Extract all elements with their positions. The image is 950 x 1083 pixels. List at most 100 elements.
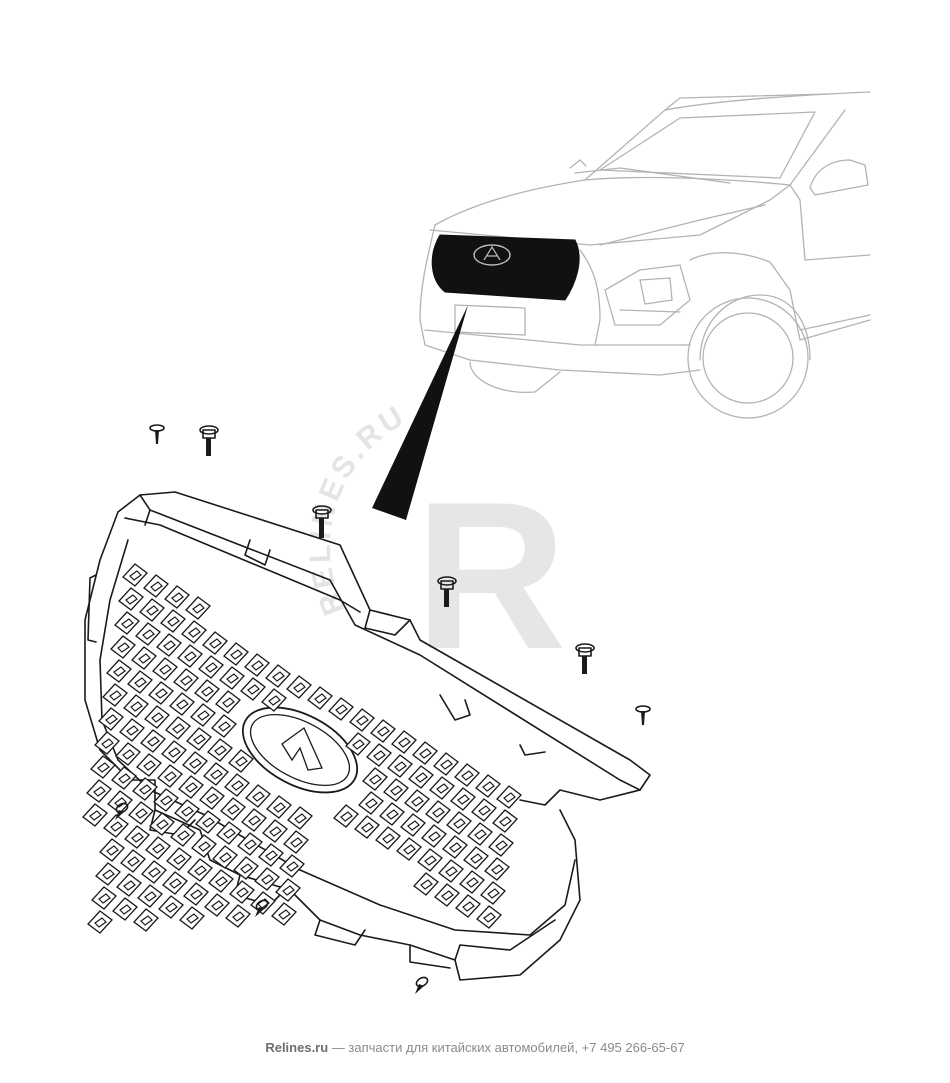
mesh-cell-slot — [152, 843, 165, 854]
mesh-cell-slot — [227, 804, 240, 815]
mesh-cell-slot — [118, 773, 131, 784]
mesh-cell-slot — [273, 802, 286, 813]
bolt-3 — [437, 576, 457, 607]
mesh-cell-slot — [232, 911, 245, 922]
mesh-cell-slot — [240, 863, 253, 874]
mesh-cell-slot — [98, 893, 111, 904]
mesh-cell-slot — [449, 842, 462, 853]
mesh-cell-slot — [134, 677, 147, 688]
mesh-cell-slot — [461, 770, 474, 781]
mesh-cell-slot — [214, 745, 227, 756]
mesh-cell-slot — [150, 581, 163, 592]
mesh-cell-slot — [457, 794, 470, 805]
mesh-cell-slot — [462, 901, 475, 912]
mesh-cell-slot — [181, 806, 194, 817]
mesh-cell-slot — [173, 854, 186, 865]
mesh-cell-slot — [218, 721, 231, 732]
mesh-cell-slot — [340, 811, 353, 822]
mesh-cell-slot — [146, 605, 159, 616]
mesh-cell-slot — [419, 748, 432, 759]
mesh-cell-slot — [209, 638, 222, 649]
mesh-cell-slot — [215, 876, 228, 887]
mesh-cell-slot — [110, 821, 123, 832]
footer-text: — запчасти для китайских автомобилей, +7… — [328, 1040, 685, 1055]
mesh-cell-slot — [205, 662, 218, 673]
mesh-cell-slot — [226, 673, 239, 684]
mesh-cell-slot — [172, 723, 185, 734]
mesh-cell-slot — [155, 688, 168, 699]
grille-emblem-inner — [249, 713, 351, 787]
mesh-cell-slot — [193, 734, 206, 745]
mesh-cell-slot — [177, 830, 190, 841]
watermark-letter: R — [415, 458, 569, 693]
screw-5 — [415, 976, 429, 994]
mesh-cell-slot — [189, 758, 202, 769]
mesh-cell-slot — [192, 603, 205, 614]
mesh-cell-slot — [106, 845, 119, 856]
screw-2 — [635, 705, 651, 725]
mesh-cell-slot — [441, 890, 454, 901]
mesh-cell-slot — [168, 747, 181, 758]
vehicle-emblem — [473, 244, 511, 266]
mesh-cell-slot — [101, 738, 114, 749]
mesh-cell-slot — [394, 761, 407, 772]
mesh-cell-slot — [440, 759, 453, 770]
mesh-cell-slot — [235, 756, 248, 767]
mesh-cell-slot — [478, 805, 491, 816]
mesh-cell-slot — [171, 592, 184, 603]
mesh-cell-slot — [361, 822, 374, 833]
mesh-cell-slot — [198, 841, 211, 852]
mesh-cell-slot — [127, 856, 140, 867]
mesh-cell-slot — [147, 736, 160, 747]
mesh-cell-slot — [186, 913, 199, 924]
mesh-cell-slot — [236, 887, 249, 898]
mesh-cell-slot — [219, 852, 232, 863]
mesh-cell-slot — [420, 879, 433, 890]
mesh-cell-slot — [202, 817, 215, 828]
mesh-cell-slot — [432, 807, 445, 818]
mesh-cell-slot — [97, 762, 110, 773]
mesh-cell-slot — [159, 664, 172, 675]
mesh-cell-slot — [109, 690, 122, 701]
mesh-cell-slot — [169, 878, 182, 889]
mesh-cell-slot — [436, 783, 449, 794]
mesh-cell-slot — [151, 712, 164, 723]
mesh-cell-slot — [148, 867, 161, 878]
mesh-cell-slot — [390, 785, 403, 796]
mesh-cell-slot — [265, 850, 278, 861]
mesh-cell-slot — [294, 813, 307, 824]
mesh-cell-slot — [222, 697, 235, 708]
mesh-cell-slot — [105, 714, 118, 725]
mesh-cell-slot — [167, 616, 180, 627]
mesh-cell-slot — [180, 675, 193, 686]
mesh-cell-slot — [160, 795, 173, 806]
mesh-cell-slot — [123, 880, 136, 891]
mesh-cell-slot — [252, 791, 265, 802]
mesh-cell-slot — [210, 769, 223, 780]
mesh-cell-slot — [201, 686, 214, 697]
mesh-cell-slot — [156, 819, 169, 830]
mesh-cell-slot — [89, 810, 102, 821]
mesh-cell-slot — [268, 695, 281, 706]
mesh-cell-slot — [185, 782, 198, 793]
vehicle-outline — [419, 91, 871, 419]
mesh-cell-slot — [466, 877, 479, 888]
mesh-cell-slot — [261, 874, 274, 885]
mesh-cell-slot — [135, 808, 148, 819]
footer-site-link[interactable]: Relines.ru — [265, 1040, 329, 1055]
mesh-cell-slot — [248, 815, 261, 826]
mesh-cell-slot — [119, 904, 132, 915]
mesh-cell-slot — [424, 855, 437, 866]
mesh-cell-slot — [184, 651, 197, 662]
vehicle-grille-highlight — [431, 234, 580, 301]
screw-1 — [149, 424, 165, 444]
mesh-cell-slot — [272, 671, 285, 682]
grille-emblem-mark — [281, 727, 323, 771]
mesh-cell-slot — [129, 570, 142, 581]
mesh-cell-slot — [386, 809, 399, 820]
mesh-cell-slot — [140, 915, 153, 926]
mesh-cell-slot — [247, 684, 260, 695]
mesh-cell-slot — [482, 781, 495, 792]
mesh-cell-slot — [483, 912, 496, 923]
mesh-cell-slot — [206, 793, 219, 804]
